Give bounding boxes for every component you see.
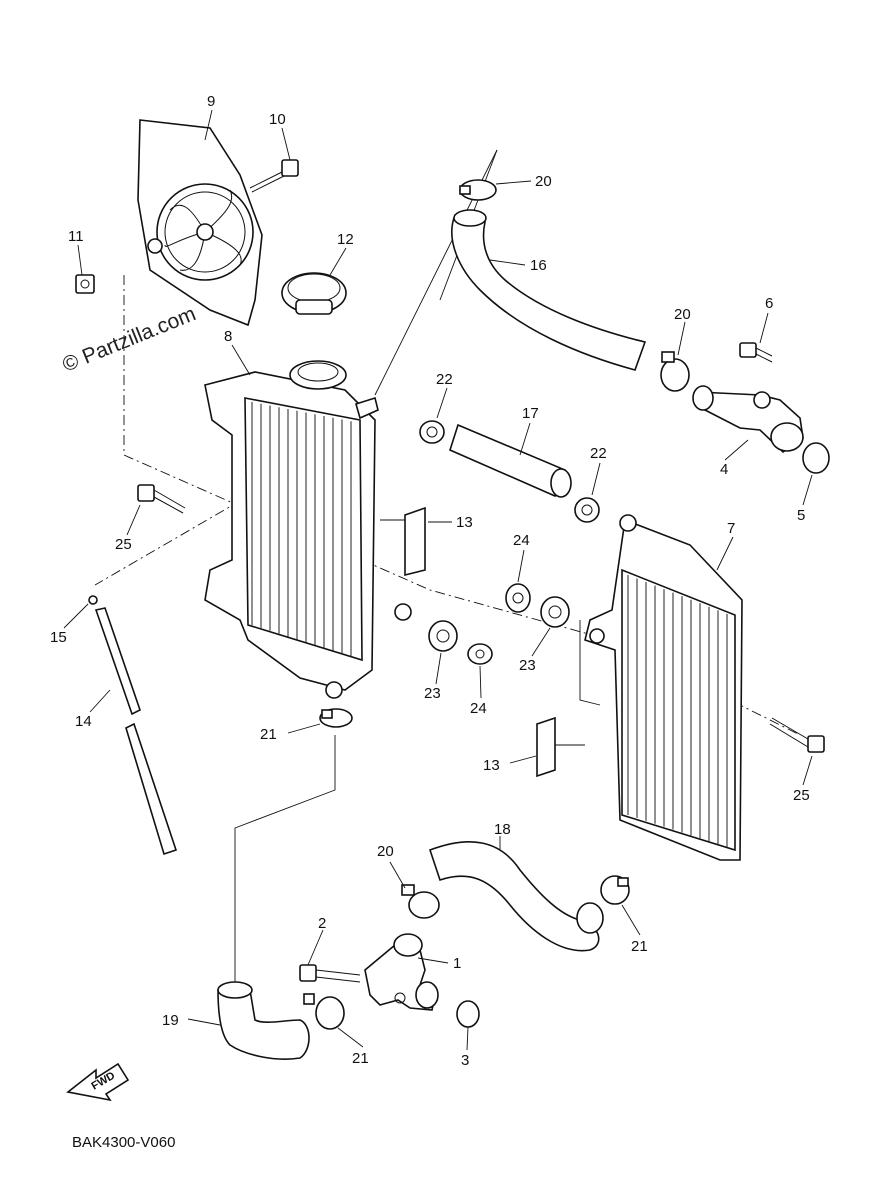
- hose-clamp-part-21-b: [600, 875, 630, 905]
- callout-14: 14: [75, 713, 92, 730]
- callout-25: 25: [793, 787, 810, 804]
- callout-16: 16: [530, 257, 547, 274]
- callout-20: 20: [377, 843, 394, 860]
- o-ring-part-3: [456, 1000, 480, 1028]
- diagram-code: BAK4300-V060: [72, 1134, 175, 1151]
- bracket-part-13-a: [404, 506, 426, 577]
- bracket-part-13-b: [536, 716, 556, 778]
- callout-24: 24: [513, 532, 530, 549]
- callout-2: 2: [318, 915, 326, 932]
- callout-20: 20: [674, 306, 691, 323]
- callout-13: 13: [456, 514, 473, 531]
- callout-23: 23: [424, 685, 441, 702]
- middle-hose-part-17: [449, 423, 572, 498]
- callout-8: 8: [224, 328, 232, 345]
- clip-nut-part-11: [75, 274, 95, 294]
- hose-clamp-part-21-a: [319, 708, 353, 728]
- radiator-cap-part-12: [281, 272, 347, 315]
- watermark-text: © Partzilla.com: [59, 302, 199, 376]
- bottom-hose-part-19: [217, 981, 310, 1060]
- hose-clamp-part-22-a: [419, 420, 445, 444]
- left-radiator-part-8: [204, 360, 412, 699]
- fan-shroud-part-9: [137, 119, 263, 327]
- callout-15: 15: [50, 629, 67, 646]
- alignment-lines: [94, 149, 801, 985]
- upper-hose-part-16: [451, 209, 647, 371]
- hose-clamp-part-22-b: [574, 497, 600, 523]
- callout-21: 21: [260, 726, 277, 743]
- callout-1: 1: [453, 955, 461, 972]
- callout-10: 10: [269, 111, 286, 128]
- callout-25: 25: [115, 536, 132, 553]
- fwd-arrow-icon: FWD: [66, 1062, 130, 1102]
- lower-hose-part-18: [428, 841, 604, 952]
- bolt-part-6: [739, 342, 773, 363]
- left-radiator-fins: [251, 402, 352, 657]
- hose-clamp-part-20-low: [401, 884, 440, 919]
- joint-pipe-part-1: [364, 933, 439, 1011]
- collar-part-24-a: [505, 583, 531, 613]
- callout-18: 18: [494, 821, 511, 838]
- collar-part-24-b: [467, 643, 493, 665]
- callout-5: 5: [797, 507, 805, 524]
- callout-19: 19: [162, 1012, 179, 1029]
- hose-clamp-part-20-top: [459, 179, 497, 201]
- o-ring-part-5: [802, 442, 830, 474]
- bolt-part-25-a: [137, 484, 186, 514]
- callout-22: 22: [436, 371, 453, 388]
- callout-21: 21: [631, 938, 648, 955]
- callout-21: 21: [352, 1050, 369, 1067]
- callout-9: 9: [207, 93, 215, 110]
- bolt-part-2: [299, 964, 361, 983]
- callout-labels: 9 10 11 12 8 20 16 20 6 22 17 22 4 5 13 …: [50, 93, 810, 1069]
- leader-lines: [63, 109, 813, 1051]
- breather-hose-part-14: [94, 607, 178, 856]
- callout-24: 24: [470, 700, 487, 717]
- bolt-part-25-b: [769, 717, 825, 753]
- callout-13: 13: [483, 757, 500, 774]
- callout-11: 11: [68, 228, 84, 245]
- callout-23: 23: [519, 657, 536, 674]
- callout-6: 6: [765, 295, 773, 312]
- grommet-part-23-b: [428, 620, 458, 652]
- bolt-part-10: [249, 159, 299, 193]
- callout-3: 3: [461, 1052, 469, 1069]
- water-pipe-part-4: [692, 385, 804, 454]
- callout-20: 20: [535, 173, 552, 190]
- hose-clamp-part-21-c: [303, 993, 345, 1030]
- callout-12: 12: [337, 231, 354, 248]
- hose-clamp-part-20-mid: [660, 351, 690, 392]
- callout-7: 7: [727, 520, 735, 537]
- right-radiator-part-7: [584, 514, 743, 861]
- grommet-part-23-a: [540, 596, 570, 628]
- right-radiator-fins: [627, 575, 728, 848]
- callout-4: 4: [720, 461, 728, 478]
- clip-part-15: [88, 595, 98, 605]
- callout-22: 22: [590, 445, 607, 462]
- callout-17: 17: [522, 405, 539, 422]
